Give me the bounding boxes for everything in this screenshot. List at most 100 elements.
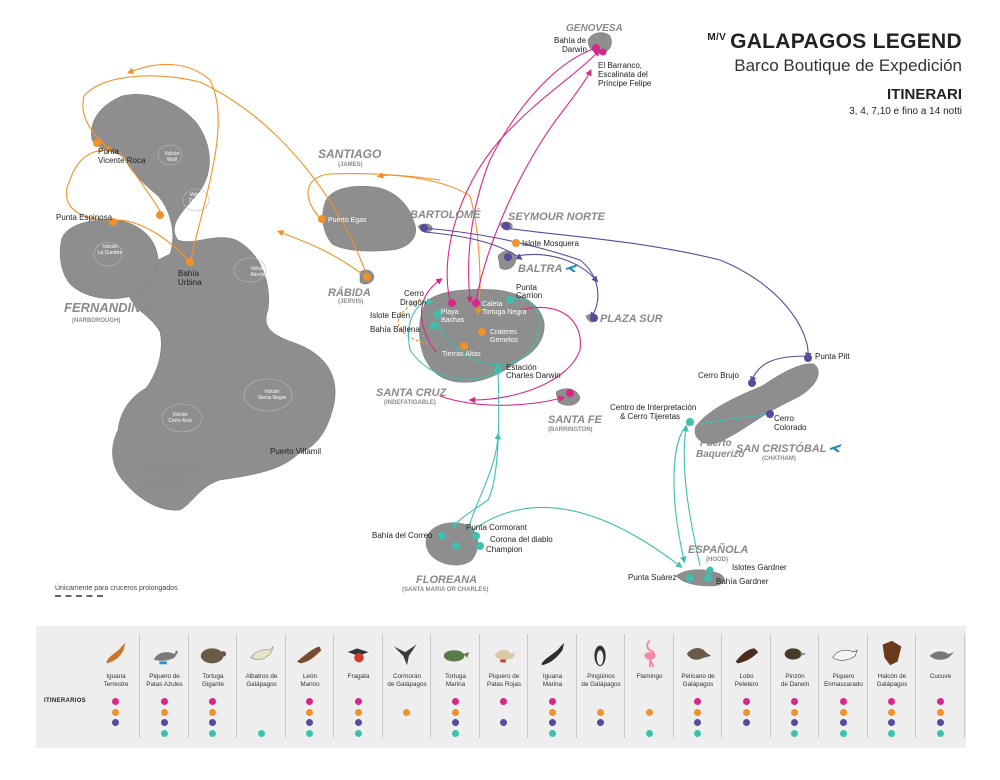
itinerary-dot-magenta [791, 698, 798, 705]
flamingo-icon [643, 639, 656, 668]
fernandina-island [59, 219, 159, 299]
site-punta-suarez: Punta Suárez [628, 573, 676, 582]
species-name-line: Iguana [106, 673, 126, 680]
legend-note: Únicamente para cruceros prolongados [55, 585, 178, 597]
floreana-alt: (SANTA MARIA OR CHARLES) [402, 587, 488, 593]
site-punta-pitt: Punta Pitt [815, 352, 850, 361]
itinerary-dot-magenta [888, 698, 895, 705]
species-name-line: de Darwin [780, 680, 810, 688]
species-name: Flamingo [626, 673, 674, 681]
itinerary-dot-magenta [306, 698, 313, 705]
site-cerro-brujo: Cerro Brujo [698, 371, 739, 380]
itinerary-dot-orange [645, 708, 653, 716]
species-name-line: Terrestre [103, 680, 129, 688]
itinerary-dot-orange [791, 708, 798, 716]
site-bahia-ballena: Bahía Ballena [370, 325, 420, 334]
seymour-name: SEYMOUR NORTE [508, 211, 606, 223]
fur-seal-icon [735, 648, 758, 664]
itinerary-dot-purple [694, 719, 701, 726]
species-name-line: Galápagos [682, 680, 714, 688]
itinerary-dot-teal [888, 729, 895, 737]
column-divider [721, 634, 722, 738]
itinerary-dot-magenta [160, 698, 168, 705]
santiago-alt: (JAMES) [338, 162, 363, 168]
species-name-line: Gigante [201, 680, 225, 688]
legend-note-text: Únicamente para cruceros prolongados [55, 585, 178, 592]
itinerary-dot-purple [354, 719, 362, 726]
species-name-line: Pinzón [785, 673, 805, 680]
species-name-line: de Galápagos [581, 680, 621, 688]
itinerary-dot-teal [839, 729, 847, 737]
red-footed-booby-icon [494, 649, 516, 663]
species-name-line: Galápagos [246, 680, 277, 688]
species-name-line: Lobo [739, 673, 754, 680]
itinerary-dot-teal [548, 729, 556, 737]
site-champion: Champion [486, 545, 522, 554]
column-divider [430, 634, 431, 738]
species-name-line: de Galápagos [387, 680, 427, 688]
itinerary-dot-orange [839, 708, 847, 716]
santiago-name: SANTIAGO [318, 147, 382, 161]
santiago-island [322, 185, 416, 252]
itinerary-heading: ITINERARI [887, 86, 962, 103]
itinerary-dot-magenta [209, 698, 216, 705]
island-labels: ISABELA (ALBEMARLE) FERNANDINA (NARBOROU… [64, 23, 827, 593]
pelican-icon [686, 648, 712, 660]
itinerary-dot-orange [694, 708, 701, 716]
itinerary-dot-teal [354, 729, 362, 737]
itinerary-dot-purple [112, 719, 119, 726]
ship-subtitle: Barco Boutique de Expedición [734, 56, 962, 75]
species-name-line: Flamingo [636, 673, 663, 680]
itinerary-dot-magenta [354, 698, 362, 705]
column-divider [139, 634, 140, 738]
islands [59, 32, 819, 587]
site-islote-eden: Islote Eden [370, 311, 410, 320]
finch-icon [784, 648, 807, 660]
fernandina-alt: (NARBOROUGH) [72, 318, 120, 324]
itinerary-dot-orange [160, 708, 168, 716]
itinerary-dot-purple [209, 719, 216, 726]
itinerary-dot-orange [112, 708, 119, 716]
itinerary-dot-purple [500, 719, 507, 726]
column-divider [575, 634, 577, 738]
itinerary-dot-teal [694, 729, 701, 737]
itinerary-dot-purple [936, 719, 944, 726]
itinerary-dot-orange [209, 708, 216, 716]
itinerary-dot-orange [403, 708, 410, 716]
marine-iguana-icon [541, 642, 564, 666]
species-name-line: Piquero de [149, 673, 180, 680]
land-iguana-icon [106, 642, 126, 664]
site-puerto-egas: Puerto Egas [328, 217, 367, 224]
penguin-icon [594, 645, 606, 667]
species-name-line: Tortuga [202, 673, 224, 680]
santacruz-alt: (INDEFATIGABLE) [384, 400, 436, 406]
itinerary-dot-teal [209, 729, 216, 737]
nazca-booby-icon [831, 649, 858, 661]
hawk-icon [882, 640, 902, 666]
species-name-line: Enmascarado [824, 680, 863, 688]
blue-footed-booby-icon [153, 650, 178, 665]
itinerary-dot-purple [160, 719, 168, 726]
itinerary-dot-orange [451, 708, 459, 716]
baltra-name: BALTRA [518, 263, 562, 275]
species-name-line: Piquero [832, 673, 855, 680]
